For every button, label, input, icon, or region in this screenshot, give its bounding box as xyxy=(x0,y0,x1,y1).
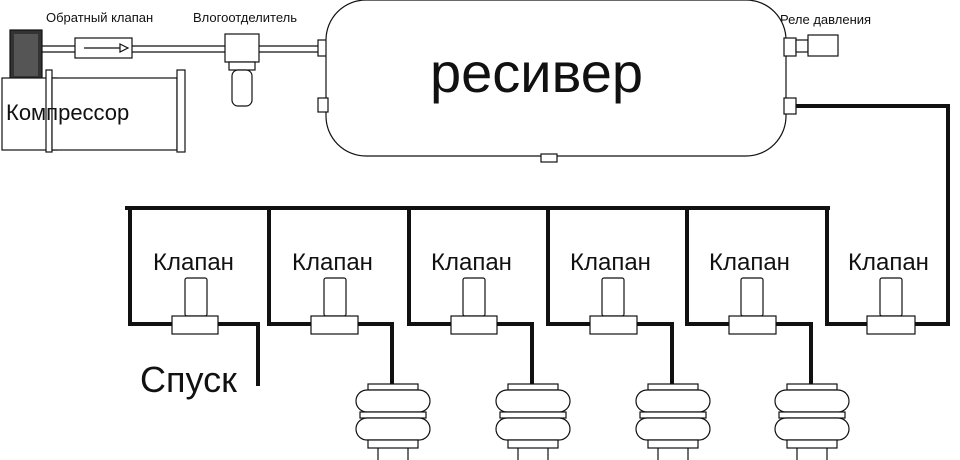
valve-label-2: Клапан xyxy=(292,249,373,276)
air-spring-3 xyxy=(635,383,711,460)
air-spring-2 xyxy=(495,383,571,460)
air-lines xyxy=(125,104,950,386)
check-valve-label: Обратный клапан xyxy=(46,10,153,25)
check-valve-arrow-icon xyxy=(119,43,130,53)
receiver-port-left xyxy=(317,97,329,113)
valve-label-5: Клапан xyxy=(709,249,790,276)
receiver xyxy=(317,0,839,163)
valve-6 xyxy=(866,277,916,335)
compressor-label: Компрессор xyxy=(6,100,129,125)
moisture-separator xyxy=(224,33,331,107)
compressor xyxy=(1,29,186,153)
valve-2 xyxy=(310,277,359,335)
valve-4 xyxy=(589,277,638,335)
receiver-port-relay xyxy=(783,37,797,57)
moisture-separator-label: Влогоотделитель xyxy=(193,10,297,25)
valve-1 xyxy=(171,277,219,335)
pressure-relay-label: Реле давления xyxy=(780,12,871,27)
valve-5 xyxy=(728,277,777,335)
air-spring-4 xyxy=(774,383,850,460)
receiver-port-outlet xyxy=(783,97,797,115)
valve-label-1: Клапан xyxy=(153,249,234,276)
pressure-relay xyxy=(807,34,839,57)
valve-label-3: Клапан xyxy=(431,249,512,276)
valve-label-6: Клапан xyxy=(848,249,929,276)
check-valve xyxy=(74,37,225,59)
receiver-supply-line xyxy=(796,104,950,326)
valve-3 xyxy=(450,277,498,335)
receiver-label: ресивер xyxy=(430,41,643,104)
drain-label: Спуск xyxy=(140,359,237,400)
drain-line xyxy=(218,322,260,386)
air-spring-1 xyxy=(355,383,431,460)
valve-label-4: Клапан xyxy=(570,249,651,276)
receiver-drain-plug xyxy=(540,153,558,163)
